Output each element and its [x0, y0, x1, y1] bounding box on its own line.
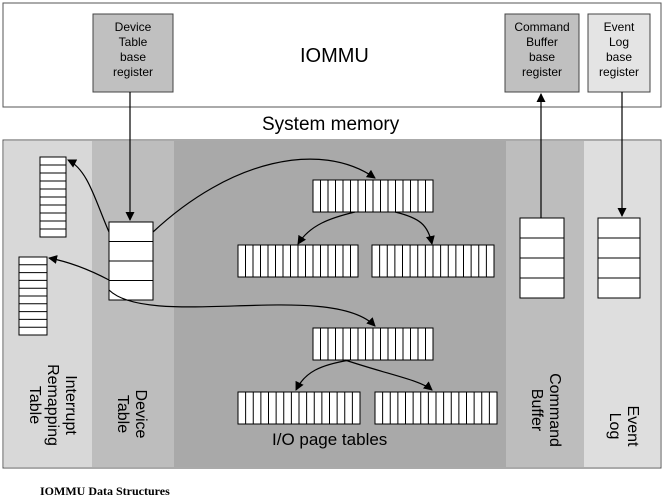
arrow-io-top-to-mid-right	[394, 211, 435, 245]
interrupt-remapping-table-label: Interrupt Remapping Table	[26, 364, 79, 446]
io-page-table-top-2	[312, 327, 434, 361]
device-table-column	[92, 141, 174, 467]
arrow-device-to-interrupt-upper	[67, 159, 110, 233]
arrow-io-lower-to-bottom-left	[295, 359, 351, 391]
io-page-table-mid-left	[237, 244, 359, 278]
device-table-base-register-label: Device Table base register	[112, 20, 153, 79]
arrow-io-lower-to-bottom-right	[344, 359, 433, 391]
device-table-label: Device Table	[114, 389, 149, 439]
io-page-tables-label: I/O page tables	[272, 430, 388, 449]
device-table-base-register-box	[92, 13, 174, 93]
arrow-device-to-io-top	[152, 158, 376, 233]
io-page-table-mid-right	[371, 244, 495, 278]
event-log-base-register-label: Event Log base register	[598, 20, 639, 79]
interrupt-remapping-table-lower	[18, 256, 48, 336]
io-page-table-bottom-right	[374, 391, 498, 425]
io-page-table-bottom-left	[237, 391, 361, 425]
arrow-device-to-interrupt-lower	[48, 255, 110, 281]
event-log-base-register-box	[587, 13, 651, 93]
interrupt-remapping-table-upper	[39, 156, 67, 238]
arrow-device-to-io-lower	[108, 289, 376, 327]
device-table	[108, 221, 154, 301]
event-log-table	[597, 217, 641, 299]
command-buffer-column	[506, 141, 584, 467]
command-buffer-base-register-label: Command Buffer base register	[514, 20, 570, 79]
arrow-io-top-to-mid-left	[297, 211, 356, 245]
io-page-table-top-1	[312, 179, 434, 213]
command-buffer-label: Command Buffer	[528, 373, 563, 447]
system-memory-title: System memory	[262, 114, 400, 135]
iommu-title: IOMMU	[300, 45, 369, 67]
command-buffer-base-register-box	[504, 13, 580, 93]
diagram-caption: IOMMU Data Structures	[40, 484, 170, 498]
event-log-label: Event Log	[606, 405, 641, 447]
command-buffer-table	[519, 217, 565, 299]
